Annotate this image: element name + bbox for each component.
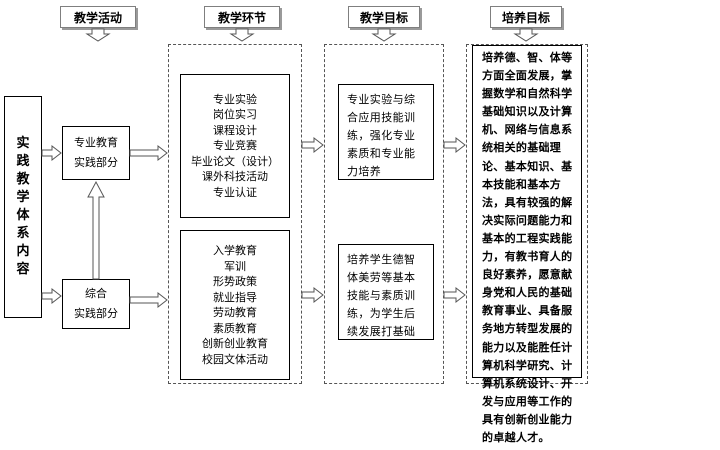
- title-char: 践: [16, 154, 30, 169]
- professional-label-line2: 实践部分: [74, 156, 118, 169]
- list-item: 劳动教育: [213, 306, 257, 319]
- list-item: 校园文体活动: [202, 352, 268, 366]
- right-arrow: [443, 136, 466, 154]
- title-char: 内: [16, 244, 30, 259]
- list-item: 就业指导: [213, 290, 257, 304]
- title-char: 系: [16, 226, 30, 241]
- header-down-arrow: [371, 28, 397, 42]
- right-arrow: [443, 286, 466, 304]
- list-item: 形势政策: [213, 275, 257, 288]
- list-item: 课外科技活动: [202, 170, 268, 184]
- list-item: 专业竞赛: [213, 139, 257, 153]
- right-arrow: [301, 136, 324, 154]
- comprehensive-label-line1: 综合: [85, 287, 107, 300]
- right-arrow: [301, 286, 324, 304]
- list-item: 创新创业教育: [202, 337, 268, 350]
- title-char: 教: [16, 172, 30, 187]
- header-cultivation-goals: 培养目标: [490, 6, 562, 28]
- comprehensive-goal-box: 培养学生德智体美劳等基本技能与素质训练，为学生后续发展打基础: [338, 244, 434, 340]
- list-item: 素质教育: [213, 321, 257, 335]
- practice-system-box: 实 践 教 学 体 系 内 容: [4, 96, 42, 318]
- comprehensive-links-box: 入学教育 军训 形势政策 就业指导 劳动教育 素质教育 创新创业教育 校园文体活…: [180, 230, 290, 380]
- cultivation-goals-group: [466, 44, 588, 384]
- header-down-arrow: [229, 28, 255, 42]
- title-char: 容: [16, 262, 30, 277]
- title-char: 实: [16, 136, 30, 151]
- right-arrow: [41, 144, 62, 162]
- title-char: 体: [16, 208, 30, 223]
- list-item: 岗位实习: [213, 108, 257, 122]
- professional-links-box: 专业实验 岗位实习 课程设计 专业竞赛 毕业论文（设计） 课外科技活动 专业认证: [180, 74, 290, 218]
- professional-practice-box: 专业教育 实践部分: [62, 126, 130, 180]
- comprehensive-practice-box: 综合 实践部分: [62, 279, 130, 329]
- list-item: 军训: [224, 259, 246, 273]
- right-arrow: [129, 291, 168, 309]
- right-arrow: [129, 144, 168, 162]
- list-item: 专业认证: [213, 185, 257, 199]
- list-item: 专业实验: [213, 92, 257, 106]
- header-teaching-links: 教学环节: [204, 6, 280, 28]
- title-char: 学: [16, 190, 30, 205]
- cultivation-goal-box: 培养德、智、体等方面全面发展，掌握数学和自然科学基础知识以及计算机、网络与信息系…: [472, 45, 582, 444]
- list-item: 入学教育: [213, 244, 257, 257]
- professional-goal-box: 专业实验与综合应用技能训练，强化专业素质和专业能力培养: [338, 84, 434, 180]
- right-arrow: [41, 287, 62, 305]
- header-down-arrow: [513, 28, 539, 42]
- teaching-goals-group: [324, 44, 444, 384]
- comprehensive-label-line2: 实践部分: [74, 307, 118, 320]
- professional-label-line1: 专业教育: [74, 136, 118, 149]
- header-teaching-activities: 教学活动: [60, 6, 136, 28]
- list-item: 课程设计: [213, 123, 257, 137]
- teaching-links-group: [168, 44, 302, 384]
- header-down-arrow: [85, 28, 111, 42]
- up-arrow: [87, 180, 105, 280]
- list-item: 毕业论文（设计）: [191, 154, 279, 168]
- practice-system-title: 实 践 教 学 体 系 内 容: [5, 97, 41, 317]
- header-teaching-goals: 教学目标: [348, 6, 420, 28]
